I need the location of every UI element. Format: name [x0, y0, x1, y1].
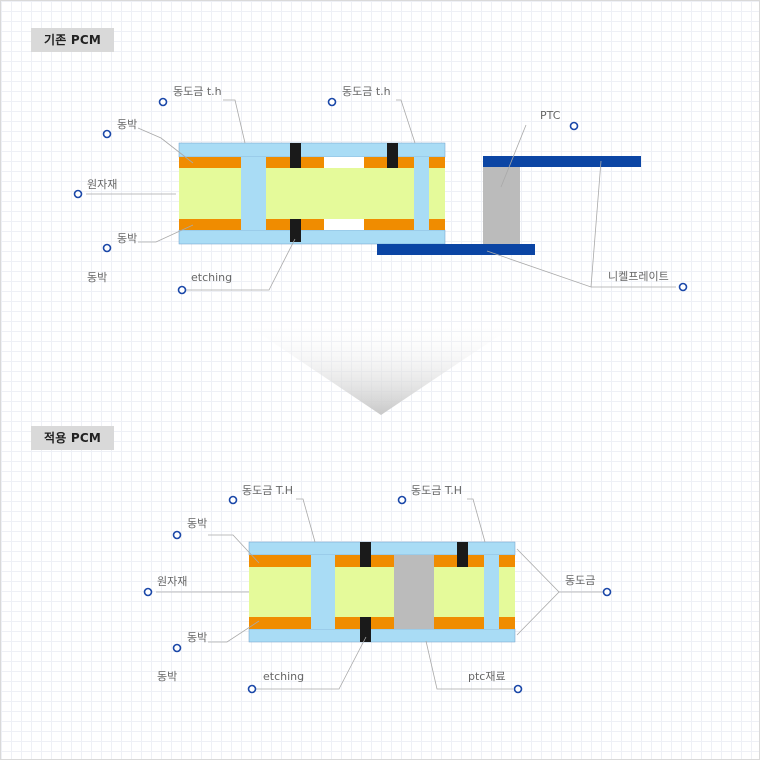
existing-etching-mark	[290, 219, 301, 242]
label-copper-foil-top: 동박	[117, 118, 137, 131]
marker-dot	[158, 97, 168, 107]
existing-copper-bottom	[301, 219, 324, 230]
existing-copper-bottom	[364, 219, 414, 230]
applied-substrate	[434, 567, 484, 617]
existing-etching-mark	[387, 143, 398, 168]
marker-dot	[602, 587, 612, 597]
existing-nickel-plate-bottom	[377, 244, 535, 255]
existing-leader-lines	[86, 99, 676, 291]
applied-through-hole	[484, 555, 499, 629]
applied-copper-bottom	[499, 617, 515, 629]
applied-pcm-structure	[248, 541, 516, 643]
existing-copper-bottom	[429, 219, 445, 230]
applied-substrate	[249, 567, 311, 617]
marker-dot	[513, 684, 523, 694]
applied-bottom-plating	[248, 628, 516, 643]
applied-copper-top	[434, 555, 457, 567]
label-nickel-plate: 니켈프레이트	[608, 270, 669, 283]
applied-etching-mark	[360, 542, 371, 567]
transition-funnel-arrow	[241, 321, 521, 415]
marker-dot	[143, 587, 153, 597]
applied-copper-top	[371, 555, 394, 567]
applied-copper-bottom	[249, 617, 311, 629]
existing-copper-top-gap	[324, 157, 364, 168]
label-plating-th-2: 동도금 t.h	[342, 85, 391, 98]
existing-ptc	[483, 167, 520, 244]
existing-substrate	[179, 168, 241, 219]
existing-substrate	[429, 168, 445, 219]
applied-leader-lines	[156, 498, 605, 690]
marker-dot	[177, 285, 187, 295]
existing-label-dots	[73, 97, 688, 295]
marker-dot	[678, 282, 688, 292]
label-ptc-material: ptc재료	[468, 670, 506, 683]
marker-dot	[73, 189, 83, 199]
existing-bottom-plating	[178, 229, 446, 245]
existing-copper-top	[266, 157, 290, 168]
existing-copper-bottom	[179, 219, 241, 230]
existing-labels: 동도금 t.h 동도금 t.h 동박 원자재 동박 동박 etching PTC…	[87, 85, 669, 284]
applied-etching-mark	[457, 542, 468, 567]
applied-through-hole	[311, 555, 335, 629]
label-copper-foil-bottom: 동박	[187, 631, 207, 644]
existing-through-hole	[414, 157, 429, 230]
applied-top-plating	[248, 541, 516, 556]
label-copper-foil-extra: 동박	[87, 271, 107, 284]
label-etching: etching	[263, 670, 304, 683]
label-raw-material: 원자재	[157, 575, 187, 588]
marker-dot	[569, 121, 579, 131]
existing-etching-mark	[290, 143, 301, 168]
applied-substrate	[335, 567, 394, 617]
marker-dot	[247, 684, 257, 694]
applied-copper-top	[335, 555, 360, 567]
applied-copper-top	[468, 555, 484, 567]
existing-copper-top	[364, 157, 387, 168]
existing-copper-top	[429, 157, 445, 168]
label-ptc: PTC	[540, 109, 561, 122]
applied-copper-bottom	[335, 617, 360, 629]
marker-dot	[228, 495, 238, 505]
marker-dot	[172, 530, 182, 540]
applied-pcm-title: 적용 PCM	[31, 426, 115, 450]
existing-through-hole	[241, 157, 266, 230]
existing-copper-top	[301, 157, 324, 168]
label-copper-foil-top: 동박	[187, 517, 207, 530]
applied-copper-bottom	[371, 617, 394, 629]
applied-label-dots	[143, 495, 612, 694]
existing-copper-bottom-gap	[324, 219, 364, 230]
label-copper-foil-extra: 동박	[157, 670, 177, 683]
marker-dot	[327, 97, 337, 107]
existing-copper-top	[179, 157, 241, 168]
marker-dot	[397, 495, 407, 505]
existing-copper-bottom	[266, 219, 290, 230]
existing-nickel-plate-top	[483, 156, 641, 167]
existing-top-plating	[178, 142, 446, 158]
label-copper-plating: 동도금	[565, 574, 595, 587]
label-raw-material: 원자재	[87, 178, 117, 191]
applied-etching-mark	[360, 617, 371, 642]
label-etching: etching	[191, 271, 232, 284]
marker-dot	[172, 643, 182, 653]
label-copper-foil-bottom: 동박	[117, 232, 137, 245]
label-plating-th-1: 동도금 T.H	[242, 484, 293, 497]
existing-pcm-structure	[178, 142, 641, 255]
marker-dot	[102, 243, 112, 253]
existing-pcm-title: 기존 PCM	[31, 28, 115, 52]
applied-substrate	[499, 567, 515, 617]
applied-ptc-material	[394, 555, 434, 629]
applied-labels: 동도금 T.H 동도금 T.H 동박 원자재 동박 동박 etching ptc…	[157, 484, 595, 683]
label-plating-th-1: 동도금 t.h	[173, 85, 222, 98]
applied-copper-bottom	[434, 617, 484, 629]
label-plating-th-2: 동도금 T.H	[411, 484, 462, 497]
marker-dot	[102, 129, 112, 139]
applied-copper-top	[499, 555, 515, 567]
existing-substrate	[266, 168, 414, 219]
applied-copper-top	[249, 555, 311, 567]
existing-copper-top	[398, 157, 414, 168]
